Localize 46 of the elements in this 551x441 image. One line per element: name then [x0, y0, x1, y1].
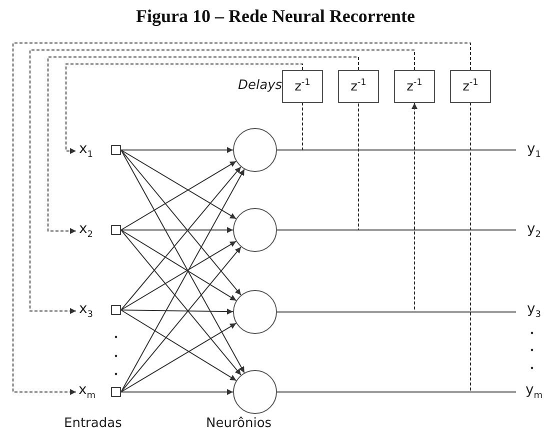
output-label: y$_{3}$ [522, 300, 546, 322]
neuron-circle [233, 290, 277, 334]
input-label: x$_{m}$ [76, 381, 98, 403]
input-node [111, 387, 121, 397]
input-label: x$_{2}$ [76, 220, 96, 242]
arrow [120, 310, 237, 382]
delay-box: z$^{-1}$ [394, 70, 435, 103]
delay-box: z$^{-1}$ [450, 70, 491, 103]
arrow [120, 240, 237, 310]
input-label: x$_{1}$ [76, 140, 96, 162]
arrow [120, 227, 234, 233]
input-node [111, 225, 121, 235]
arrow [120, 168, 245, 392]
delay-box: z$^{-1}$ [338, 70, 379, 103]
arrow [120, 150, 242, 296]
delays-label: Delays [238, 78, 282, 93]
delay-box: z$^{-1}$ [282, 70, 323, 103]
output-label: y$_{2}$ [522, 220, 546, 242]
figure-title: Figura 10 – Rede Neural Recorrente [134, 6, 416, 27]
column-label: Entradas [64, 416, 122, 431]
output-label: y$_{m}$ [522, 381, 546, 403]
arrow [120, 166, 242, 310]
arrow [120, 246, 242, 392]
arrow [66, 64, 303, 154]
input-node [111, 305, 121, 315]
arrow [120, 322, 237, 392]
arrow [120, 230, 237, 302]
neuron-circle [233, 128, 277, 172]
arrow [120, 147, 234, 153]
neuron-circle [233, 208, 277, 252]
arrow [30, 50, 415, 314]
output-label: y$_{1}$ [522, 140, 546, 162]
input-label: x$_{3}$ [76, 300, 96, 322]
arrow [120, 308, 234, 315]
column-label: Neurônios [206, 416, 272, 431]
input-node [111, 145, 121, 155]
neuron-circle [233, 370, 277, 414]
arrow [12, 42, 471, 395]
connector-line [276, 102, 303, 150]
arrow [48, 56, 359, 234]
connector-line [276, 102, 359, 230]
arrow [120, 230, 242, 376]
arrow [120, 160, 237, 230]
arrow [120, 150, 237, 220]
arrow [120, 389, 234, 395]
arrow [120, 150, 245, 374]
